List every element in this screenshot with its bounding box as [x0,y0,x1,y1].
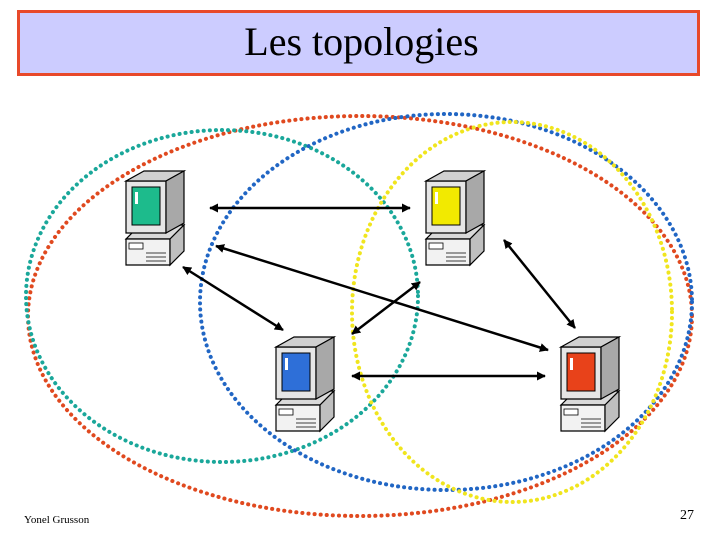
computer-icon [425,170,485,266]
link-c1-c3 [182,265,284,332]
computer-icon [125,170,185,266]
slide-title: Les topologies [244,18,479,64]
author-name: Yonel Grusson [24,514,90,526]
computer-icon [275,336,335,432]
ellipse-right [350,120,674,504]
link-c2-c3 [351,281,421,335]
page-number: 27 [680,508,694,523]
link-c2-c4 [503,239,576,329]
title-box: Les topologies [17,10,700,76]
computer-icon [560,336,620,432]
link-c1-c4 [215,244,549,352]
ellipse-outer [26,114,694,518]
ellipse-left [24,128,420,464]
